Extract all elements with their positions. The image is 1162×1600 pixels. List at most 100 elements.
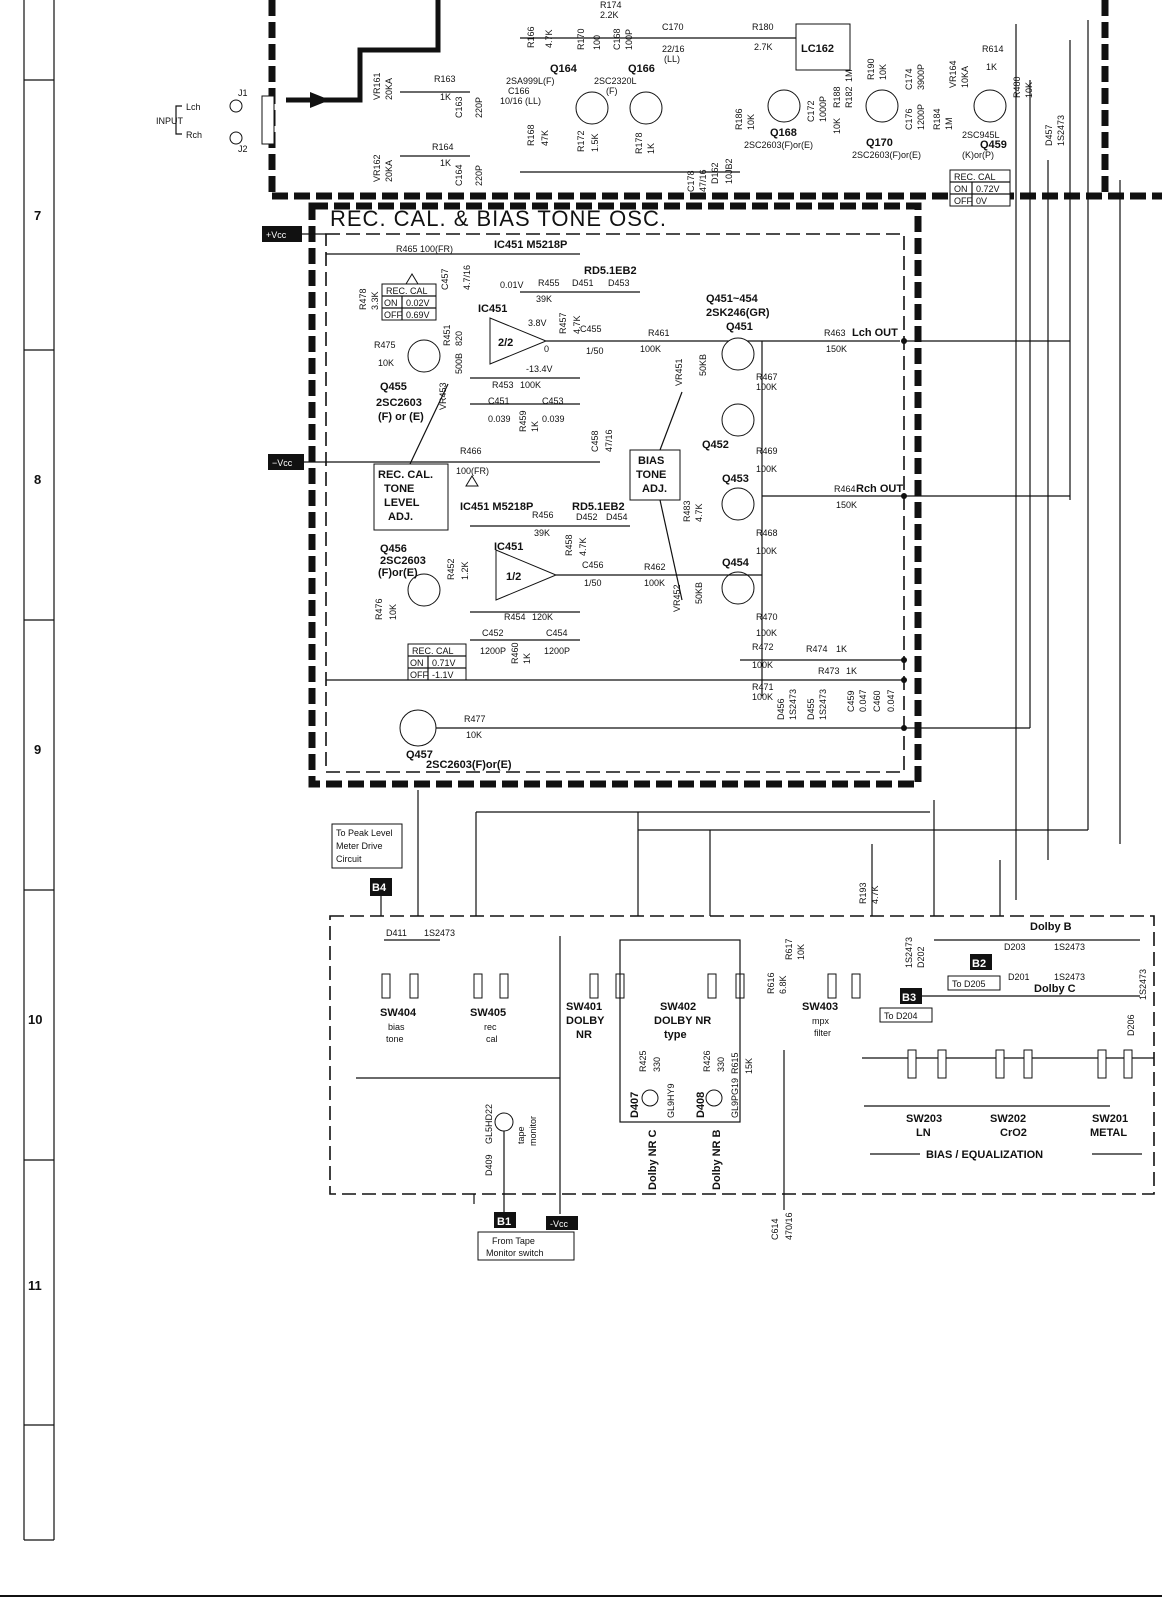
vr451-label: VR451 [674, 358, 684, 386]
r178-label: R178 [634, 132, 644, 154]
r476-label: R476 [374, 598, 384, 620]
c168-label: C168 [612, 28, 622, 50]
r163-value: 1K [440, 92, 451, 102]
c458-label: C458 [590, 430, 600, 452]
c454-value: 1200P [544, 646, 570, 656]
v-0: 0 [544, 344, 549, 354]
r616-label: R616 [766, 972, 776, 994]
c614-label: C614 [770, 1218, 780, 1240]
r460-label: R460 [510, 642, 520, 664]
sw401-label: SW401 [566, 1001, 602, 1013]
d162-label: D162 [710, 162, 720, 184]
upper-rec-cal-on-val: 0.02V [406, 298, 430, 308]
r425-label: R425 [638, 1050, 648, 1072]
upper-rec-cal-title: REC. CAL [386, 286, 428, 296]
q456-label: Q456 [380, 543, 407, 555]
d408-label: D408 [695, 1092, 707, 1118]
r471-label: R471 [752, 682, 774, 692]
r459-label: R459 [518, 410, 528, 432]
sw403-desc-1: mpx [812, 1016, 830, 1026]
q170-label: Q170 [866, 137, 893, 149]
c456-label: C456 [582, 560, 604, 570]
r164-label: R164 [432, 142, 454, 152]
lower-rec-cal-title: REC. CAL [412, 646, 454, 656]
rch-out-label: Rch OUT [856, 483, 903, 495]
r483-value: 4.7K [694, 503, 704, 522]
q164-type: 2SA999L(F) [506, 76, 555, 86]
r467-value: 100K [756, 382, 777, 392]
c178-label: C178 [686, 170, 696, 192]
sw401-desc-2: NR [576, 1029, 592, 1041]
r458-value: 4.7K [578, 537, 588, 556]
r475-label: R475 [374, 340, 396, 350]
top-rec-cal-table: REC. CAL ON 0.72V OFF 0V [949, 169, 1011, 207]
q456-rank: (F)or(E) [378, 567, 418, 579]
c170-note: (LL) [664, 54, 680, 64]
r166-label: R166 [526, 26, 536, 48]
c456-value: 1/50 [584, 578, 602, 588]
b1-label: B1 [497, 1216, 511, 1228]
d456-type: 1S2473 [788, 689, 798, 720]
sw201-switch: SW201 METAL [1090, 1049, 1133, 1139]
vr164-value: 10KA [960, 66, 970, 88]
r477-value: 10K [466, 730, 482, 740]
r462-value: 100K [644, 578, 665, 588]
r455-label: R455 [538, 278, 560, 288]
c163-label: C163 [454, 96, 464, 118]
vr451-value: 50KB [698, 354, 708, 376]
lower-rec-cal-off-val: -1.1V [432, 670, 454, 680]
dolby-nr-c-label: Dolby NR C [647, 1129, 659, 1190]
d206-type: 1S2473 [1138, 969, 1148, 1000]
peak-meter-note: To Peak Level Meter Drive Circuit [331, 823, 403, 869]
vr164-label: VR164 [948, 60, 958, 88]
d162-type: 10JB2 [724, 158, 734, 184]
sw202-switch: SW202 CrO2 [990, 1049, 1033, 1139]
r452-value: 1.2K [460, 561, 470, 580]
vcc-tag [546, 1216, 578, 1230]
row-marker-7: 7 [34, 208, 41, 223]
d203-type: 1S2473 [1054, 942, 1085, 952]
r473-label: R473 [818, 666, 840, 676]
fet-q454: Q454 [721, 557, 755, 605]
bias-adj-line-2: TONE [636, 469, 666, 481]
input-label: INPUT [156, 116, 184, 126]
vcc-plus-tag: +Vcc [266, 230, 287, 240]
r462-label: R462 [644, 562, 666, 572]
vr161-label: VR161 [372, 72, 382, 100]
c176-value: 1200P [916, 104, 926, 130]
c174-label: C174 [904, 68, 914, 90]
jack-j1 [229, 99, 243, 113]
vr452-value: 50KB [694, 582, 704, 604]
d409-type: GL5HD22 [484, 1104, 494, 1144]
vr161-value: 20KA [384, 78, 394, 100]
r452-label: R452 [446, 558, 456, 580]
q166-rank: (F) [606, 86, 618, 96]
c455-value: 1/50 [586, 346, 604, 356]
q457-label: Q457 [406, 749, 433, 761]
row-marker-10: 10 [28, 1012, 42, 1027]
c164-label: C164 [454, 164, 464, 186]
r193-value: 4.7K [870, 885, 880, 904]
r457-value: 4.7K [572, 315, 582, 334]
fet-group-label: Q451~454 [706, 293, 759, 305]
r184-value: 1M [944, 117, 954, 130]
d202-type: 1S2473 [904, 937, 914, 968]
r615-label: R615 [730, 1052, 740, 1074]
r454-value: 120K [532, 612, 553, 622]
sw402-switch: SW402 DOLBY NR type [654, 973, 745, 1041]
vr452-label: VR452 [672, 584, 682, 612]
lch-out-label: Lch OUT [852, 327, 898, 339]
c166-value: 10/16 (LL) [500, 96, 541, 106]
c460-value: 0.047 [886, 689, 896, 712]
sw202-label: SW202 [990, 1113, 1026, 1125]
q453-label: Q453 [722, 473, 749, 485]
r193-label: R193 [858, 882, 868, 904]
c174-value: 3900P [916, 64, 926, 90]
r472-value: 100K [752, 660, 773, 670]
sw404-desc-1: bias [388, 1022, 405, 1032]
b4-tag [370, 878, 392, 896]
d206-label: D206 [1126, 1014, 1136, 1036]
sw202-desc: CrO2 [1000, 1127, 1027, 1139]
c451-value: 0.039 [488, 414, 511, 424]
b3-label: B3 [902, 992, 916, 1004]
